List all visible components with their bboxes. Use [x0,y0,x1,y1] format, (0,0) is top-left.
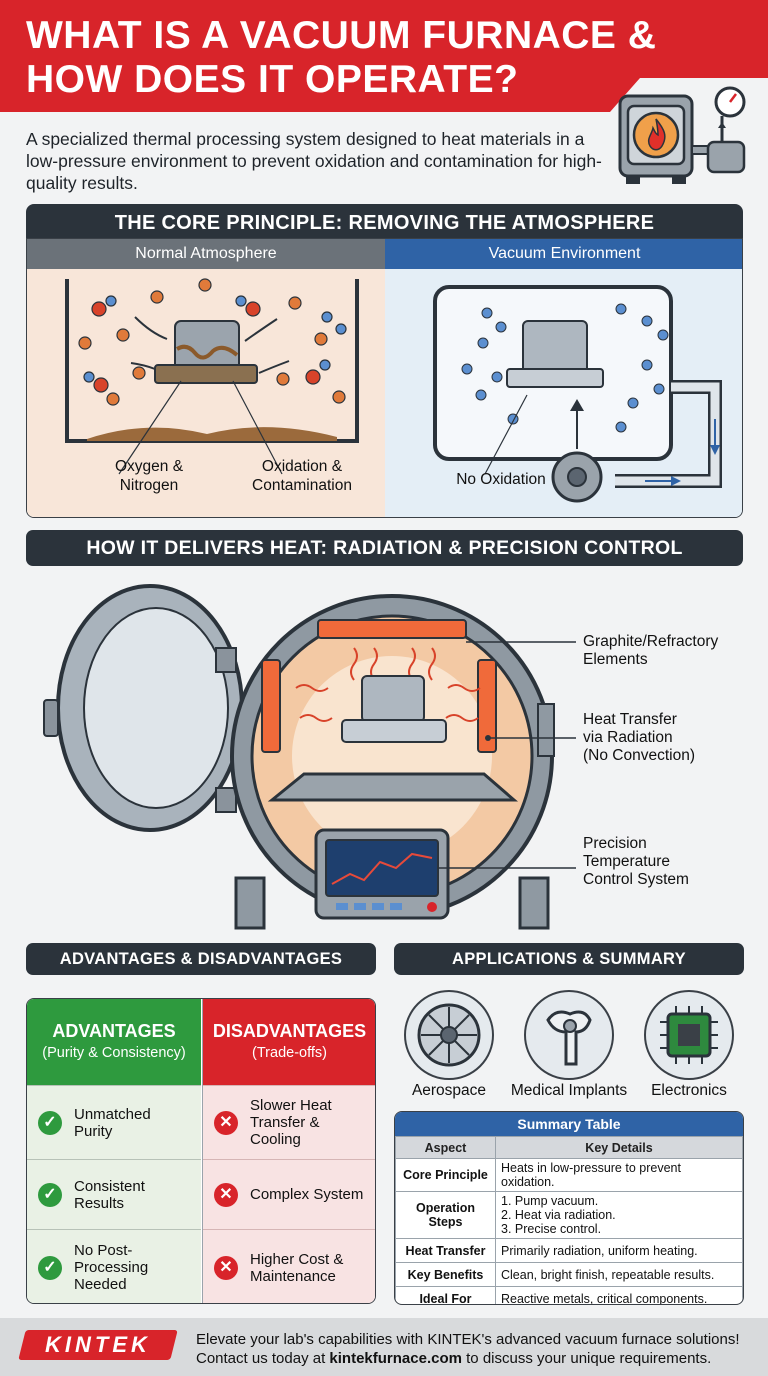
electronics-chip-icon [644,990,734,1080]
x-icon: ✕ [214,1110,238,1135]
check-icon: ✓ [38,1255,62,1280]
title-line-2: HOW DOES IT OPERATE? [26,58,519,101]
gas-caption-line2: Nitrogen [119,477,179,494]
advantages-subtitle: (Purity & Consistency) [42,1045,186,1061]
normal-atmosphere-label: Normal Atmosphere [27,239,385,269]
heat-heading: HOW IT DELIVERS HEAT: RADIATION & PRECIS… [26,530,743,566]
disadvantages-column: DISADVANTAGES (Trade-offs) ✕ Slower Heat… [202,999,375,1303]
oxidation-caption-line1: Oxidation & [261,458,343,475]
oxidation-caption-line2: Contamination [252,477,352,494]
disadvantage-item: ✕ Complex System [203,1159,375,1229]
summary-col-details: Key Details [495,1136,743,1159]
gas-caption: Oxygen & Nitrogen [79,457,219,495]
disadvantage-item: ✕ Higher Cost &Maintenance [203,1229,375,1303]
advantages-table: ADVANTAGES (Purity & Consistency) ✓ Unma… [26,998,376,1304]
gas-caption-line1: Oxygen & [114,458,184,475]
control-callout-line2: Temperature [583,853,671,870]
applications-heading: APPLICATIONS & SUMMARY [394,943,744,975]
x-icon: ✕ [214,1255,238,1280]
table-row: Core Principle Heats in low-pressure to … [395,1158,743,1192]
table-row: Heat Transfer Primarily radiation, unifo… [395,1238,743,1263]
website-link[interactable]: kintekfurnace.com [329,1350,462,1367]
summary-table: Aspect Key Details Core Principle Heats … [395,1136,743,1304]
summary-title: Summary Table [395,1112,743,1136]
adv-heading: ADVANTAGES & DISADVANTAGES [26,943,376,975]
footer-line2: Contact us today at kintekfurnace.com to… [196,1350,712,1367]
elements-callout-line2: Elements [583,651,648,668]
check-icon: ✓ [38,1182,62,1207]
table-row: Operation Steps 1. Pump vacuum.2. Heat v… [395,1191,743,1239]
summary-col-aspect: Aspect [395,1136,496,1159]
advantages-header: ADVANTAGES (Purity & Consistency) [27,999,201,1085]
vacuum-environment-label: Vacuum Environment [385,239,742,269]
core-principle-panel: Normal Atmosphere Vacuum Environment Oxy… [26,238,743,518]
disadvantages-subtitle: (Trade-offs) [252,1045,327,1061]
title-banner: WHAT IS A VACUUM FURNACE & HOW DOES IT O… [0,0,768,112]
intro-text: A specialized thermal processing system … [26,129,602,193]
elements-callout: Graphite/Refractory Elements [583,633,718,669]
kintek-logo: KINTEK [18,1330,178,1360]
app-label-aerospace: Aerospace [411,1082,487,1099]
summary-table-box: Summary Table Aspect Key Details Core Pr… [394,1111,744,1305]
app-label-medical: Medical Implants [510,1082,628,1099]
page-title: WHAT IS A VACUUM FURNACE & HOW DOES IT O… [26,14,656,102]
furnace-pump-icon [618,86,746,184]
control-callout: Precision Temperature Control System [583,835,689,889]
advantages-column: ADVANTAGES (Purity & Consistency) ✓ Unma… [27,999,201,1303]
medical-implant-icon [524,990,614,1080]
radiation-callout-line1: Heat Transfer [583,711,677,728]
radiation-callout-line3: (No Convection) [583,747,695,764]
core-principle-heading: THE CORE PRINCIPLE: REMOVING THE ATMOSPH… [26,204,743,242]
aerospace-icon [404,990,494,1080]
footer-line1: Elevate your lab's capabilities with KIN… [196,1331,740,1348]
table-row: Ideal For Reactive metals, critical comp… [395,1286,743,1304]
check-icon: ✓ [38,1110,62,1135]
oxidation-caption: Oxidation & Contamination [227,457,377,495]
footer-cta: Elevate your lab's capabilities with KIN… [196,1330,756,1368]
summary-header-row: Aspect Key Details [395,1136,743,1159]
oxidation-illustration [65,278,359,475]
disadvantages-title: DISADVANTAGES [212,1021,367,1041]
elements-callout-line1: Graphite/Refractory [583,633,719,650]
control-callout-line3: Control System [583,871,689,888]
disadvantages-header: DISADVANTAGES (Trade-offs) [203,999,375,1085]
x-icon: ✕ [214,1182,238,1207]
radiation-callout: Heat Transfer via Radiation (No Convecti… [583,711,695,765]
no-oxidation-caption: No Oxidation [456,471,546,488]
advantages-title: ADVANTAGES [52,1021,176,1041]
furnace-chamber-illustration [43,584,576,930]
app-label-electronics: Electronics [651,1082,727,1099]
control-callout-line1: Precision [583,835,647,852]
vacuum-illustration [433,285,722,503]
table-row: Key Benefits Clean, bright finish, repea… [395,1262,743,1287]
title-line-1: WHAT IS A VACUUM FURNACE & [26,14,657,57]
radiation-callout-line2: via Radiation [583,729,673,746]
